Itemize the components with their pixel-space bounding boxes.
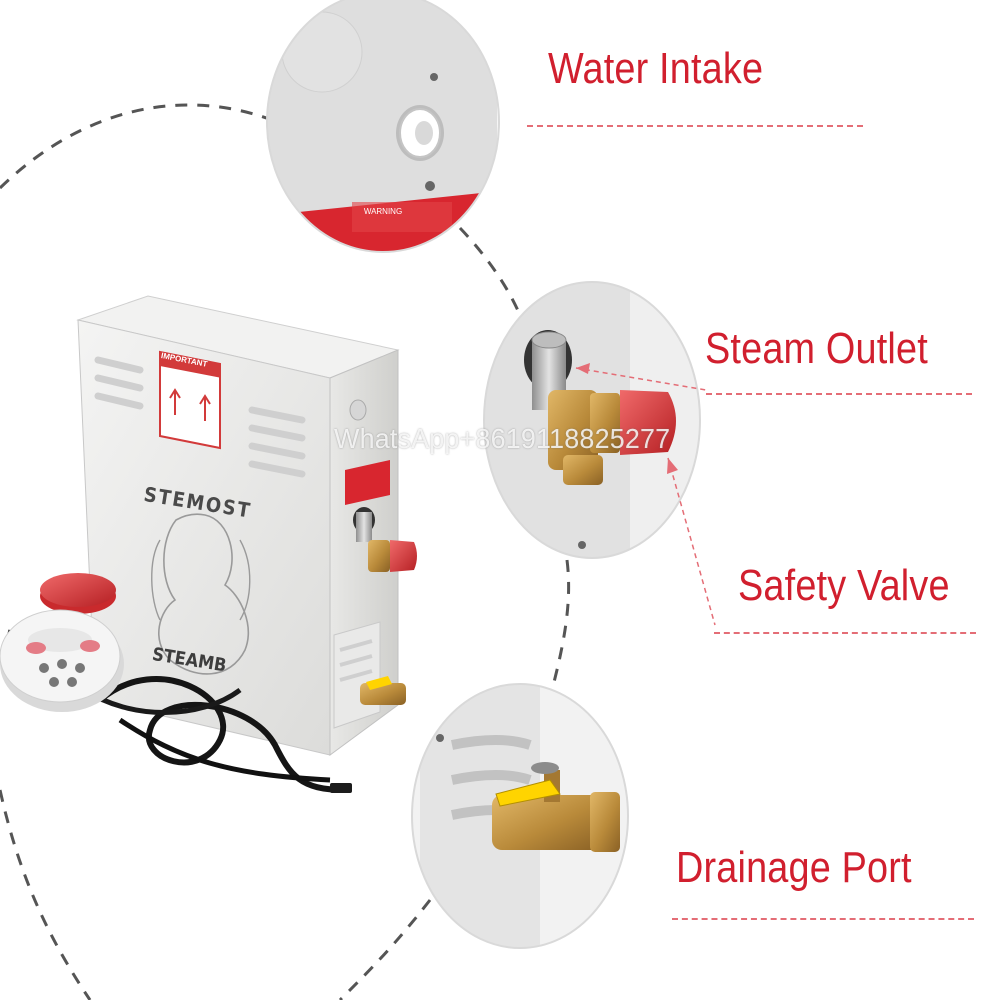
steam-generator-unit: [76, 295, 417, 756]
safety-valve-label: Safety Valve: [738, 561, 950, 610]
control-panel-accessory: [0, 573, 352, 793]
pointer-arrowhead: [667, 458, 678, 474]
steam-outlet-underline: [706, 393, 972, 395]
watermark-text: WhatsApp+8619118825277: [334, 423, 671, 454]
water-intake-underline: [527, 125, 863, 127]
dashed-guide-arc: [0, 103, 273, 190]
pointer-arrowhead: [576, 363, 590, 374]
dashed-guide-arc: [550, 559, 571, 691]
zoom-circle-border: [411, 683, 629, 949]
water-intake-label: Water Intake: [548, 44, 764, 93]
safety-valve-underline: [714, 632, 976, 634]
warning-label-text: WARNING: [364, 207, 402, 216]
zoom-circle-border: [483, 281, 701, 559]
pointer-line: [667, 457, 716, 626]
pointer-line: [575, 367, 707, 391]
dashed-guide-arc: [338, 899, 432, 1000]
zoom-circle-border: [266, 0, 500, 253]
drainage-port-underline: [672, 918, 974, 920]
dashed-guide-arc: [0, 789, 92, 1000]
drainage-port-label: Drainage Port: [676, 843, 912, 892]
dashed-guide-arc: [458, 226, 527, 331]
water-intake-detail: [267, 0, 499, 252]
steam-outlet-label: Steam Outlet: [705, 324, 928, 373]
